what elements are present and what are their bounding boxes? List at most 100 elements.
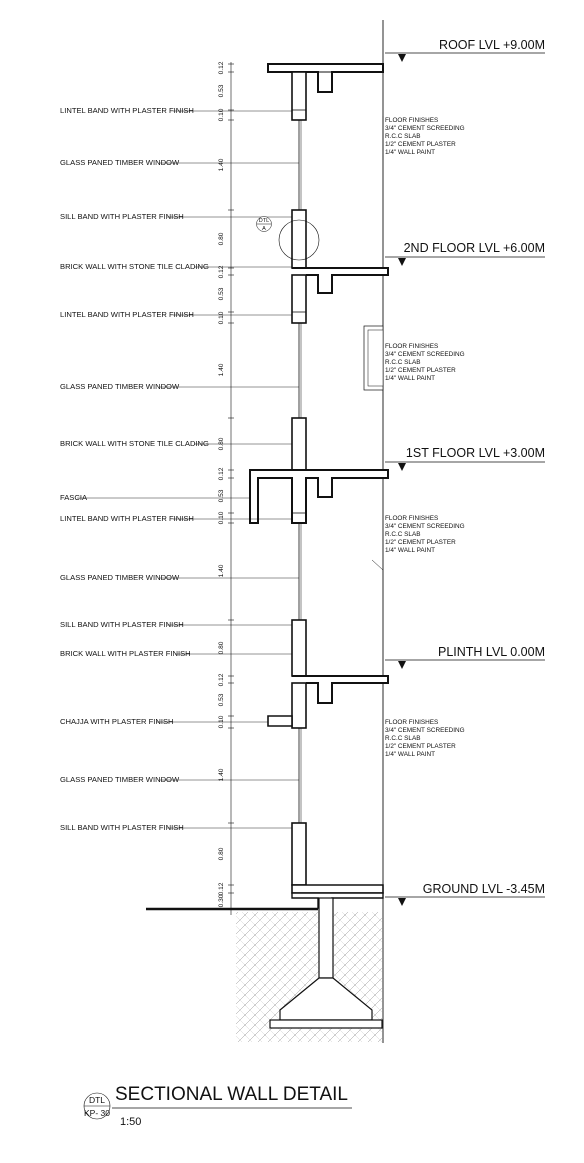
component-label: SILL BAND WITH PLASTER FINISH bbox=[60, 823, 184, 832]
lintel-band bbox=[291, 274, 307, 324]
dimension-label: 1.40 bbox=[218, 564, 225, 577]
plinth-beam bbox=[291, 892, 384, 909]
note-line: 1/4" WALL PAINT bbox=[385, 375, 435, 382]
dimension-label: 0.80 bbox=[218, 641, 225, 654]
dimension-ticks bbox=[228, 63, 234, 910]
dimension-label: 0.12 bbox=[218, 61, 225, 74]
dimension-label: 0.80 bbox=[218, 232, 225, 245]
note-line: R.C.C SLAB bbox=[385, 133, 421, 140]
note-line: FLOOR FINISHES bbox=[385, 719, 438, 726]
level-marker-icon bbox=[398, 258, 406, 266]
note-line: R.C.C SLAB bbox=[385, 531, 421, 538]
level-label: 2ND FLOOR LVL +6.00M bbox=[404, 241, 545, 255]
dimension-label: 0.80 bbox=[218, 847, 225, 860]
ground-slab bbox=[291, 884, 384, 894]
dimension-labels: 0.12 0.53 0.10 1.40 0.80 0.12 0.53 0.10 … bbox=[218, 61, 225, 907]
note-line: R.C.C SLAB bbox=[385, 735, 421, 742]
plinth-slab bbox=[292, 675, 389, 704]
note-line: 1/4" WALL PAINT bbox=[385, 751, 435, 758]
dimension-label: 0.53 bbox=[218, 693, 225, 706]
note-line: 3/4" CEMENT SCREEDING bbox=[385, 523, 465, 530]
note-line: 1/4" WALL PAINT bbox=[385, 149, 435, 156]
component-label: BRICK WALL WITH STONE TILE CLADING bbox=[60, 262, 209, 271]
first-floor-slab bbox=[249, 469, 389, 524]
dimension-label: 0.30 bbox=[218, 894, 225, 907]
level-ground: GROUND LVL -3.45M bbox=[385, 882, 545, 906]
title-sheet-ref: KP- 30 bbox=[84, 1108, 110, 1118]
brick-wall bbox=[291, 822, 307, 886]
component-label: BRICK WALL WITH PLASTER FINISH bbox=[60, 649, 191, 658]
note-line: 3/4" CEMENT SCREEDING bbox=[385, 125, 465, 132]
dimension-label: 0.53 bbox=[218, 287, 225, 300]
interior-stair-hint bbox=[371, 559, 384, 571]
dimension-label: 0.12 bbox=[218, 673, 225, 686]
component-label: GLASS PANED TIMBER WINDOW bbox=[60, 158, 180, 167]
level-marker-icon bbox=[398, 898, 406, 906]
brick-wall bbox=[291, 417, 307, 471]
level-marker-icon bbox=[398, 54, 406, 62]
dimension-label: 0.12 bbox=[218, 265, 225, 278]
lintel-band bbox=[291, 682, 307, 729]
note-line: 1/4" WALL PAINT bbox=[385, 547, 435, 554]
dimension-label: 1.40 bbox=[218, 158, 225, 171]
level-second-floor: 2ND FLOOR LVL +6.00M bbox=[385, 241, 545, 266]
level-plinth: PLINTH LVL 0.00M bbox=[385, 645, 545, 669]
dimension-label: 0.80 bbox=[218, 437, 225, 450]
note-line: FLOOR FINISHES bbox=[385, 515, 438, 522]
dimension-label: 0.53 bbox=[218, 489, 225, 502]
chajja bbox=[267, 715, 293, 727]
level-label: 1ST FLOOR LVL +3.00M bbox=[406, 446, 545, 460]
dimension-label: 0.10 bbox=[218, 715, 225, 728]
drawing-title: SECTIONAL WALL DETAIL bbox=[115, 1084, 348, 1105]
leader-labels: LINTEL BAND WITH PLASTER FINISH GLASS PA… bbox=[60, 106, 299, 832]
dimension-label: 1.40 bbox=[218, 363, 225, 376]
component-label: LINTEL BAND WITH PLASTER FINISH bbox=[60, 514, 194, 523]
level-label: PLINTH LVL 0.00M bbox=[438, 645, 545, 659]
floor-finish-notes-plinth: FLOOR FINISHES 3/4" CEMENT SCREEDING R.C… bbox=[385, 719, 465, 758]
note-line: R.C.C SLAB bbox=[385, 359, 421, 366]
note-line: 1/2" CEMENT PLASTER bbox=[385, 539, 456, 546]
component-label: BRICK WALL WITH STONE TILE CLADING bbox=[60, 439, 209, 448]
callout-letter: A bbox=[262, 226, 266, 232]
detail-callout: DTL A bbox=[256, 216, 272, 232]
dimension-label: 0.10 bbox=[218, 511, 225, 524]
component-label: GLASS PANED TIMBER WINDOW bbox=[60, 775, 180, 784]
dimension-label: 0.10 bbox=[218, 108, 225, 121]
second-floor-slab bbox=[292, 267, 389, 294]
detail-circle bbox=[278, 219, 320, 261]
component-label: FASCIA bbox=[60, 493, 88, 502]
level-marker-icon bbox=[398, 463, 406, 471]
brick-wall bbox=[291, 619, 307, 677]
note-line: FLOOR FINISHES bbox=[385, 343, 438, 350]
component-label: GLASS PANED TIMBER WINDOW bbox=[60, 573, 180, 582]
note-line: 1/2" CEMENT PLASTER bbox=[385, 367, 456, 374]
component-label: LINTEL BAND WITH PLASTER FINISH bbox=[60, 106, 194, 115]
dimension-label: 0.10 bbox=[218, 311, 225, 324]
roof-slab bbox=[267, 63, 384, 93]
pcc-bed bbox=[269, 1019, 383, 1029]
callout-code: DTL bbox=[259, 218, 269, 224]
level-marker-icon bbox=[398, 661, 406, 669]
note-line: 1/2" CEMENT PLASTER bbox=[385, 141, 456, 148]
component-label: SILL BAND WITH PLASTER FINISH bbox=[60, 212, 184, 221]
level-roof: ROOF LVL +9.00M bbox=[385, 38, 545, 62]
component-label: SILL BAND WITH PLASTER FINISH bbox=[60, 620, 184, 629]
dimension-label: 0.12 bbox=[218, 467, 225, 480]
note-line: 1/2" CEMENT PLASTER bbox=[385, 743, 456, 750]
drawing-scale: 1:50 bbox=[120, 1116, 141, 1128]
lintel-band bbox=[291, 71, 307, 121]
note-line: 3/4" CEMENT SCREEDING bbox=[385, 351, 465, 358]
floor-finish-notes-first-floor: FLOOR FINISHES 3/4" CEMENT SCREEDING R.C… bbox=[385, 515, 465, 554]
dimension-label: 0.53 bbox=[218, 84, 225, 97]
floor-finish-notes-roof: FLOOR FINISHES 3/4" CEMENT SCREEDING R.C… bbox=[382, 116, 465, 160]
dimension-label: 1.40 bbox=[218, 768, 225, 781]
note-line: FLOOR FINISHES bbox=[385, 117, 438, 124]
component-label: LINTEL BAND WITH PLASTER FINISH bbox=[60, 310, 194, 319]
title-block: DTL KP- 30 SECTIONAL WALL DETAIL 1:50 bbox=[83, 1084, 352, 1128]
level-label: ROOF LVL +9.00M bbox=[439, 38, 545, 52]
level-label: GROUND LVL -3.45M bbox=[423, 882, 545, 896]
title-detail-code: DTL bbox=[89, 1095, 105, 1105]
foundation-column bbox=[318, 897, 334, 979]
level-first-floor: 1ST FLOOR LVL +3.00M bbox=[385, 446, 545, 471]
